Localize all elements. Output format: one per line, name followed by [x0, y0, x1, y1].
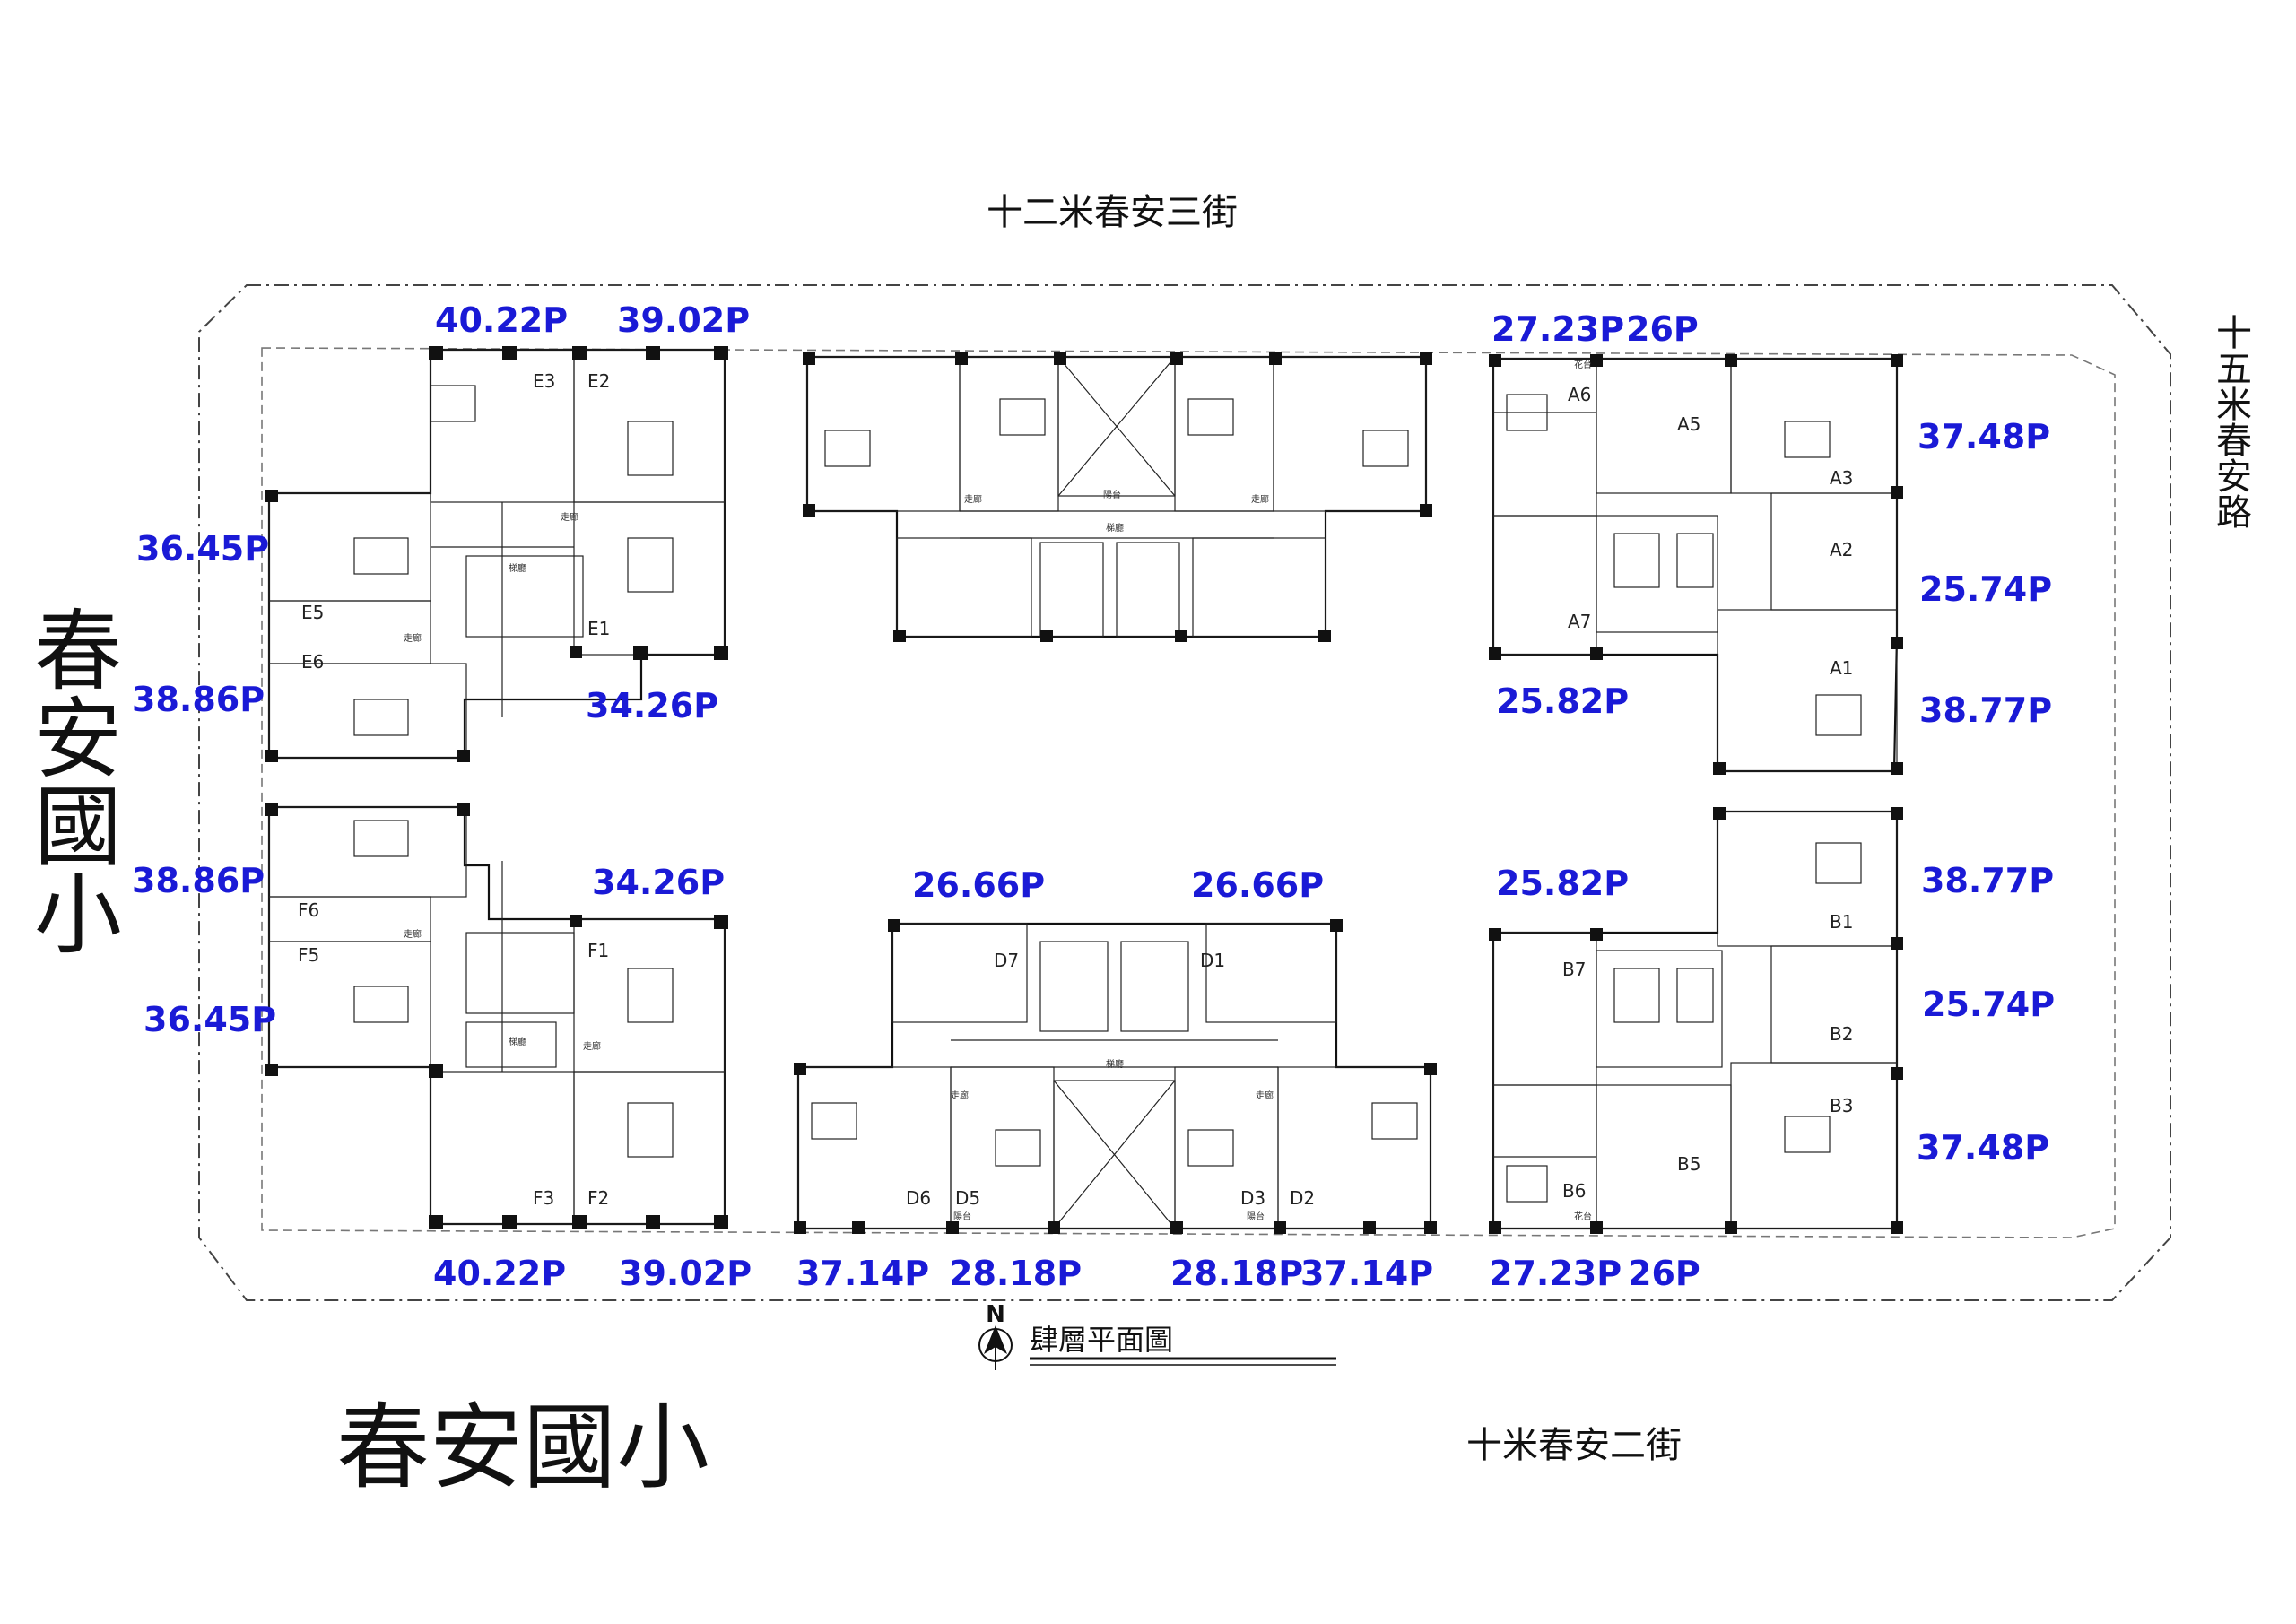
unit-label-f3: F3	[533, 1187, 554, 1209]
unit-label-b6: B6	[1562, 1180, 1586, 1202]
unit-label-b5: B5	[1677, 1153, 1700, 1175]
unit-label-d3: D3	[1240, 1187, 1265, 1209]
area-b2: 25.74P	[1922, 985, 2055, 1024]
unit-label-a2: A2	[1830, 539, 1853, 560]
hall-label-e: 梯廳	[509, 562, 526, 574]
block-f: F1 F3 F2 F6 F5 梯廳 走廊 走廊	[265, 803, 728, 1229]
unit-label-b1: B1	[1830, 911, 1853, 933]
area-d2: 37.14P	[1300, 1254, 1433, 1293]
corridor-label-north1: 走廊	[964, 493, 982, 505]
unit-label-b3: B3	[1830, 1095, 1853, 1116]
building-line	[261, 347, 2116, 1238]
block-d: D7 D1 D6 D5 D3 D2 梯廳 陽台 陽台 走廊 走廊	[794, 919, 1437, 1234]
street-east: 十五米春安路	[2210, 314, 2251, 529]
unit-label-f5: F5	[298, 944, 319, 966]
street-south: 十米春安二街	[1466, 1425, 1682, 1466]
area-a1: 38.77P	[1919, 690, 2052, 730]
area-e3: 40.22P	[435, 300, 568, 340]
unit-label-a5: A5	[1677, 413, 1700, 435]
hall-label-north: 梯廳	[1106, 522, 1124, 534]
hall-label-d: 梯廳	[1106, 1058, 1124, 1070]
unit-label-a7: A7	[1568, 611, 1591, 632]
planter-label-a: 花台	[1574, 359, 1592, 370]
unit-label-b7: B7	[1562, 959, 1586, 980]
unit-label-f1: F1	[587, 940, 609, 961]
area-a5: 26P	[1626, 309, 1699, 349]
north-letter: N	[986, 1301, 1005, 1328]
unit-label-e2: E2	[587, 370, 610, 392]
unit-label-a6: A6	[1568, 384, 1591, 405]
unit-label-d2: D2	[1290, 1187, 1315, 1209]
unit-label-d5: D5	[955, 1187, 980, 1209]
area-b1: 38.77P	[1921, 861, 2054, 900]
unit-label-f6: F6	[298, 899, 319, 921]
block-a: A6 A5 A3 A2 A7 A1 花台	[1489, 354, 1903, 775]
area-b7: 25.82P	[1496, 864, 1629, 903]
unit-label-e6: E6	[301, 651, 324, 673]
corridor-label-e1: 走廊	[561, 511, 578, 523]
area-e6: 38.86P	[132, 680, 265, 719]
corridor-label-e2: 走廊	[404, 632, 422, 644]
area-d1: 26.66P	[1191, 865, 1324, 905]
area-a3: 37.48P	[1918, 417, 2050, 456]
planter-label-b: 花台	[1574, 1211, 1592, 1222]
area-d5: 28.18P	[949, 1254, 1082, 1293]
unit-label-e3: E3	[533, 370, 555, 392]
unit-label-f2: F2	[587, 1187, 609, 1209]
unit-label-d7: D7	[994, 950, 1019, 971]
unit-label-d6: D6	[906, 1187, 931, 1209]
corridor-label-d2: 走廊	[1256, 1090, 1274, 1101]
balcony-label-d1: 陽台	[953, 1211, 971, 1222]
corridor-label-d1: 走廊	[951, 1090, 969, 1101]
area-a7: 25.82P	[1496, 682, 1629, 721]
area-e1: 34.26P	[586, 686, 718, 725]
area-f3: 40.22P	[433, 1254, 566, 1293]
block-e: E3 E2 E1 E5 E6 梯廳 走廊 走廊	[265, 346, 728, 762]
area-a2: 25.74P	[1919, 569, 2052, 609]
unit-label-a3: A3	[1830, 467, 1853, 489]
unit-label-e5: E5	[301, 602, 324, 623]
block-north-center: 陽台 梯廳 走廊 走廊	[803, 352, 1432, 642]
hall-label-f: 梯廳	[509, 1036, 526, 1047]
area-d3: 28.18P	[1170, 1254, 1303, 1293]
corridor-label-f2: 走廊	[583, 1040, 601, 1052]
balcony-label-d2: 陽台	[1247, 1211, 1265, 1222]
school-south: 春安國小	[336, 1393, 709, 1502]
corridor-label-f1: 走廊	[404, 928, 422, 940]
area-b6: 27.23P	[1489, 1254, 1622, 1293]
area-e2: 39.02P	[617, 300, 750, 340]
area-e5: 36.45P	[136, 529, 269, 569]
area-d6: 37.14P	[796, 1254, 929, 1293]
block-b: B1 B7 B2 B3 B5 B6 花台	[1489, 807, 1903, 1234]
site-boundary	[198, 284, 2171, 1301]
plan-title: 肆層平面圖	[1030, 1323, 1173, 1357]
unit-label-d1: D1	[1200, 950, 1225, 971]
area-a6: 27.23P	[1492, 309, 1624, 349]
area-f5: 36.45P	[144, 1000, 276, 1039]
north-arrow: N	[978, 1301, 1013, 1370]
area-b3: 37.48P	[1917, 1128, 2049, 1168]
school-west: 春安國小	[19, 604, 121, 956]
unit-label-a1: A1	[1830, 657, 1853, 679]
area-f1: 34.26P	[592, 863, 725, 902]
street-north: 十二米春安三街	[987, 192, 1238, 233]
corridor-label-north2: 走廊	[1251, 493, 1269, 505]
area-d7: 26.66P	[912, 865, 1045, 905]
area-f6: 38.86P	[132, 861, 265, 900]
balcony-label-north: 陽台	[1103, 489, 1121, 500]
unit-label-b2: B2	[1830, 1023, 1853, 1045]
unit-label-e1: E1	[587, 618, 610, 639]
area-f2: 39.02P	[619, 1254, 752, 1293]
area-b5: 26P	[1628, 1254, 1700, 1293]
